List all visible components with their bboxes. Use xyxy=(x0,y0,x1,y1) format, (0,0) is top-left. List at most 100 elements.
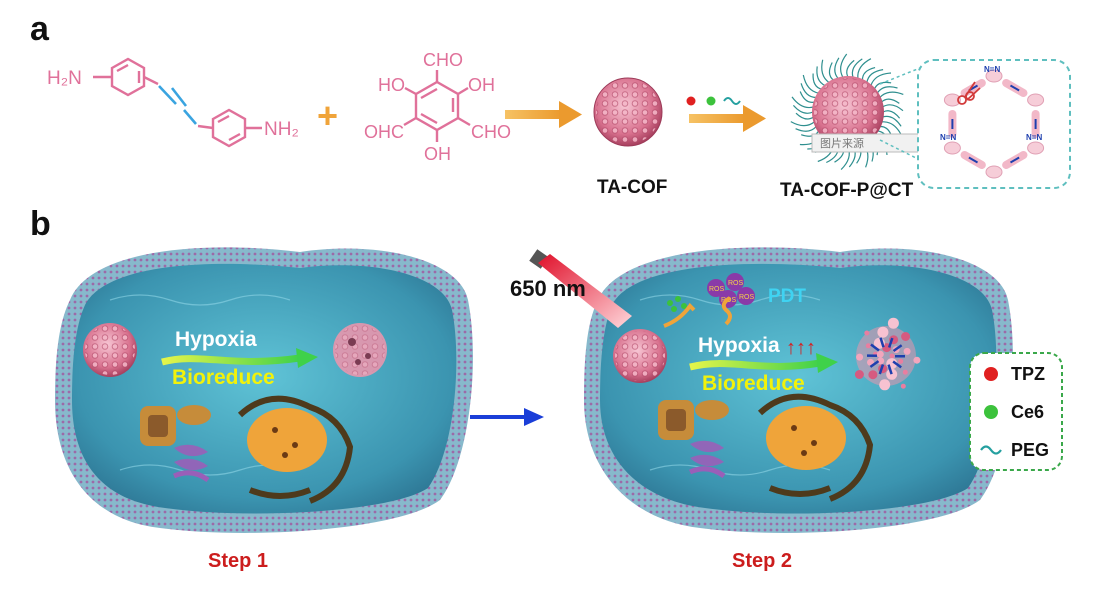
laser-icon xyxy=(529,249,632,328)
pore-node xyxy=(985,165,1003,179)
cof-pore-inset: N=N N=N N=N xyxy=(917,59,1071,189)
cell-1-hypoxia: Hypoxia xyxy=(175,328,257,351)
fragment xyxy=(865,343,871,349)
transition-arrow xyxy=(470,408,544,426)
cell-1-nanoparticle xyxy=(83,323,137,377)
step-2-label: Step 2 xyxy=(732,550,792,572)
fragment xyxy=(879,379,891,391)
fragment xyxy=(886,368,898,380)
peg-chain xyxy=(866,69,884,83)
peg-chain xyxy=(795,112,814,120)
azo-bond xyxy=(158,85,197,125)
fragment xyxy=(864,330,870,336)
inset-azo-n-top: N=N xyxy=(984,65,1000,74)
fragment xyxy=(876,350,884,358)
tacof-p-ct-sphere xyxy=(790,53,904,171)
peg-chain xyxy=(881,98,900,104)
fragment xyxy=(889,353,895,359)
peg-chain xyxy=(861,67,876,81)
peg-chain xyxy=(802,74,819,94)
ros-label-2: ROS xyxy=(728,280,744,287)
ohc-left: OHC xyxy=(364,122,404,142)
fragment-linker xyxy=(866,354,878,357)
fragment-linker xyxy=(892,344,903,353)
cell-1-green-arrow xyxy=(161,348,318,368)
cho-right: CHO xyxy=(471,122,511,142)
fragment xyxy=(901,332,911,341)
peg-chain xyxy=(881,121,902,136)
peg-chain xyxy=(795,126,817,132)
panel-label-a: a xyxy=(30,10,50,48)
fragment xyxy=(877,326,889,338)
cho-top: CHO xyxy=(423,50,463,70)
cell-2-organelles xyxy=(658,393,874,502)
tacof-caption: TA-COF xyxy=(597,177,667,198)
pore-azo-bond xyxy=(968,156,979,164)
cell-1-bioreduce: Bioreduce xyxy=(172,366,275,389)
orange-squiggle-1 xyxy=(663,302,696,328)
peg-chain xyxy=(840,53,848,78)
pore-node xyxy=(943,93,961,107)
zoom-line-top xyxy=(879,67,921,85)
cell-2-green-arrow xyxy=(689,353,838,373)
fragment xyxy=(877,357,885,365)
fragment xyxy=(902,369,908,375)
ce6-legend-icon xyxy=(984,405,998,419)
cell-2-nanoparticle xyxy=(613,329,667,383)
oh-bottom: OH xyxy=(424,144,451,164)
fragment-linker xyxy=(869,360,880,368)
tacof-sphere xyxy=(593,77,663,147)
peg-chain xyxy=(882,104,904,112)
fragment-linker xyxy=(879,337,885,348)
plus-sign: + xyxy=(317,95,338,136)
peg-chain xyxy=(876,86,898,94)
fragment xyxy=(887,317,899,329)
fragment xyxy=(900,383,906,389)
peg-chain xyxy=(882,115,902,127)
peg-chain xyxy=(799,91,815,103)
watermark-text: 图片来源 xyxy=(820,136,864,150)
ros-label-4: ROS xyxy=(739,294,755,301)
ho-left: HO xyxy=(378,75,405,95)
peg-legend-icon xyxy=(980,445,1002,455)
cell-2-hypoxia: Hypoxia xyxy=(698,334,780,357)
peg-chain xyxy=(821,59,830,84)
tpz-dot-icon xyxy=(686,96,696,106)
tacof-p-ct-caption: TA-COF-P@CT xyxy=(780,180,914,201)
peg-chain xyxy=(812,73,822,90)
zoom-line-bottom xyxy=(879,139,921,161)
peg-chain xyxy=(870,72,892,86)
scissors-icon xyxy=(957,81,981,105)
peg-chain xyxy=(882,110,901,119)
inset-azo-n-right: N=N xyxy=(1026,133,1042,142)
reaction-arrow-1 xyxy=(505,101,582,128)
azobenzene-diamine-structure xyxy=(93,57,262,148)
peg-chain xyxy=(791,96,814,109)
cell-2-released-fragments xyxy=(854,317,921,391)
pdt-label: PDT xyxy=(768,286,806,307)
peg-chain xyxy=(792,105,814,114)
fragment-linker xyxy=(887,364,893,375)
legend-label-ce6: Ce6 xyxy=(1011,402,1044,422)
fragment xyxy=(898,358,904,364)
aldehyde-monomer-structure xyxy=(403,70,471,142)
tpz-legend-icon xyxy=(984,367,998,381)
cell-1 xyxy=(55,247,473,533)
cell-2-hypoxia-up-arrows: ↑↑↑ xyxy=(786,337,816,359)
peg-chain xyxy=(851,58,863,78)
reaction-arrow-2 xyxy=(689,105,766,132)
fragment xyxy=(868,370,878,380)
fragment-linker xyxy=(887,337,894,348)
fragment xyxy=(903,347,911,355)
fragment-linker xyxy=(895,355,905,358)
fragment-linker xyxy=(878,364,885,375)
orange-squiggle-2 xyxy=(721,296,732,326)
amine-label-left: H₂N xyxy=(47,68,82,89)
fragment xyxy=(856,353,864,361)
peg-chain xyxy=(857,58,872,79)
peg-chain xyxy=(828,62,834,81)
fragment-linker xyxy=(870,343,880,352)
peg-chain xyxy=(834,57,840,79)
